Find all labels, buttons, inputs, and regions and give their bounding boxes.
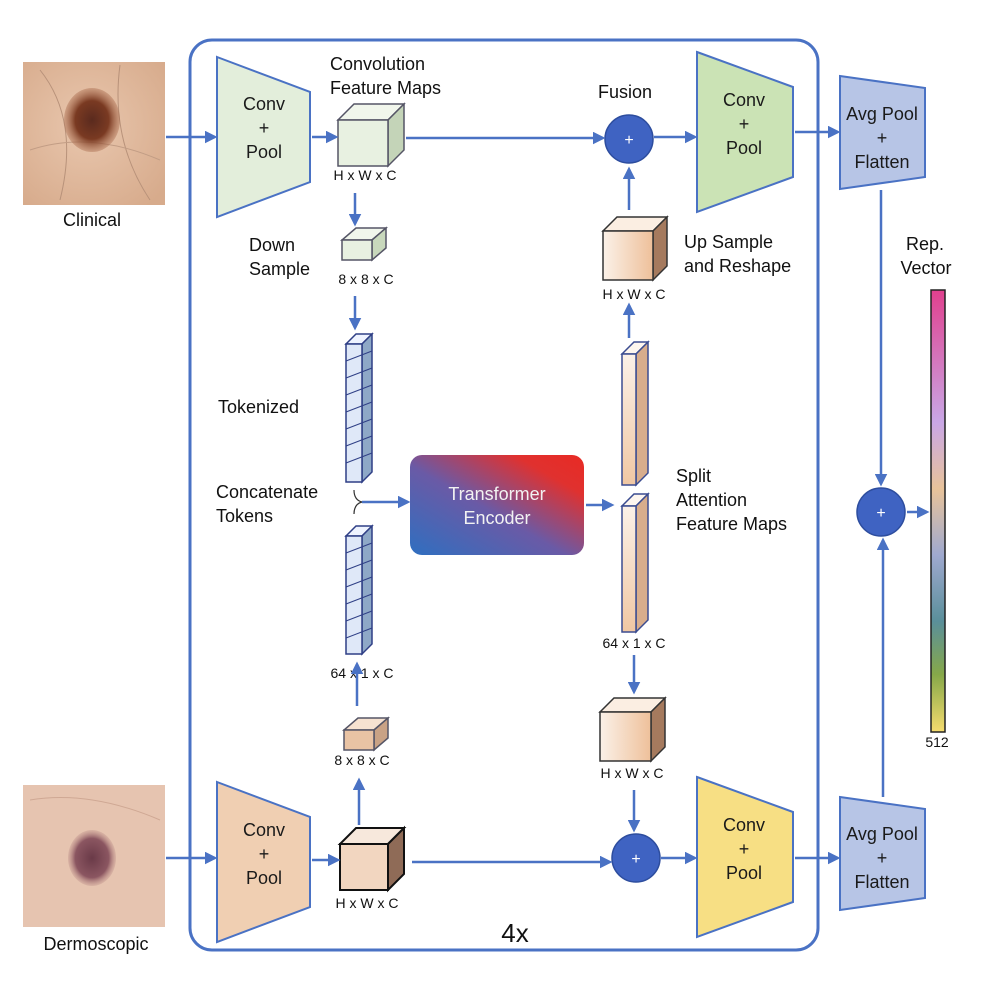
fusion-node-bottom: + xyxy=(611,833,661,883)
plus-icon: + xyxy=(624,132,633,149)
conv-pool-label: Conv xyxy=(723,90,765,110)
down-sample-label: Down xyxy=(249,235,295,255)
plus-icon: + xyxy=(631,851,640,868)
dim-label: H x W x C xyxy=(601,765,664,781)
avg-pool-label: Flatten xyxy=(854,152,909,172)
dim-label: 8 x 8 x C xyxy=(338,271,393,287)
fusion-label: Fusion xyxy=(598,82,652,102)
dim-label: H x W x C xyxy=(336,895,399,911)
up-sample-label: and Reshape xyxy=(684,256,791,276)
transformer-encoder-block xyxy=(410,455,584,555)
feature-cube-clinical xyxy=(336,102,406,168)
avg-pool-label: + xyxy=(877,848,888,868)
conv-pool-label: + xyxy=(739,114,750,134)
avg-pool-label: + xyxy=(877,128,888,148)
transformer-label: Encoder xyxy=(463,508,530,528)
avg-pool-block-top xyxy=(839,74,926,191)
upsampled-cube-clinical xyxy=(601,215,669,282)
fusion-node-top: + xyxy=(604,114,654,164)
concatenate-label: Concatenate xyxy=(216,482,318,502)
rep-dim-label: 512 xyxy=(925,734,949,750)
conv-pool-block-clinical-out xyxy=(696,50,794,214)
up-sample-label: Up Sample xyxy=(684,232,773,252)
arrows xyxy=(166,125,930,869)
downsampled-cube-dermo xyxy=(341,716,391,752)
repeat-count-label: 4x xyxy=(501,918,528,948)
conv-pool-block-dermo-in xyxy=(216,780,311,944)
conv-pool-label: Conv xyxy=(723,815,765,835)
repeat-frame xyxy=(188,38,820,952)
split-attention-label: Split xyxy=(676,466,711,486)
avg-pool-label: Avg Pool xyxy=(846,104,918,124)
feature-cube-dermo xyxy=(337,825,407,893)
tokenized-label: Tokenized xyxy=(218,397,299,417)
split-attention-label: Attention xyxy=(676,490,747,510)
conv-pool-block-dermo-out xyxy=(696,775,794,939)
dim-label: H x W x C xyxy=(334,167,397,183)
dermoscopic-image xyxy=(23,785,165,927)
conv-pool-label: Conv xyxy=(243,94,285,114)
dim-label: 64 x 1 x C xyxy=(330,665,393,681)
conv-feature-maps-label: Feature Maps xyxy=(330,78,441,98)
downsampled-cube-clinical xyxy=(339,226,389,262)
conv-pool-label: Pool xyxy=(726,863,762,883)
conv-pool-label: Conv xyxy=(243,820,285,840)
avg-pool-label: Avg Pool xyxy=(846,824,918,844)
dim-label: 8 x 8 x C xyxy=(334,752,389,768)
attention-bar-dermo xyxy=(620,492,650,634)
token-stack-dermo xyxy=(344,524,374,656)
rep-vector-label: Rep. xyxy=(906,234,944,254)
dim-label: 64 x 1 x C xyxy=(602,635,665,651)
upsampled-cube-dermo xyxy=(598,696,667,763)
concatenate-brace xyxy=(353,489,363,515)
fusion-node-final: + xyxy=(856,487,906,537)
dim-label: H x W x C xyxy=(603,286,666,302)
conv-pool-label: + xyxy=(259,118,270,138)
representation-vector-bar xyxy=(930,289,946,733)
token-stack-clinical xyxy=(344,332,374,484)
split-attention-label: Feature Maps xyxy=(676,514,787,534)
conv-pool-block-clinical-in xyxy=(216,55,311,219)
rep-vector-label: Vector xyxy=(900,258,951,278)
avg-pool-block-bottom xyxy=(839,795,926,912)
attention-bar-clinical xyxy=(620,340,650,487)
dermoscopic-label: Dermoscopic xyxy=(43,934,148,954)
plus-icon: + xyxy=(876,505,885,522)
conv-feature-maps-label: Convolution xyxy=(330,54,425,74)
conv-pool-label: Pool xyxy=(726,138,762,158)
clinical-image xyxy=(23,62,165,205)
conv-pool-label: Pool xyxy=(246,868,282,888)
clinical-label: Clinical xyxy=(63,210,121,230)
avg-pool-label: Flatten xyxy=(854,872,909,892)
down-sample-label: Sample xyxy=(249,259,310,279)
concatenate-label: Tokens xyxy=(216,506,273,526)
conv-pool-label: Pool xyxy=(246,142,282,162)
conv-pool-label: + xyxy=(739,839,750,859)
conv-pool-label: + xyxy=(259,844,270,864)
transformer-label: Transformer xyxy=(448,484,545,504)
